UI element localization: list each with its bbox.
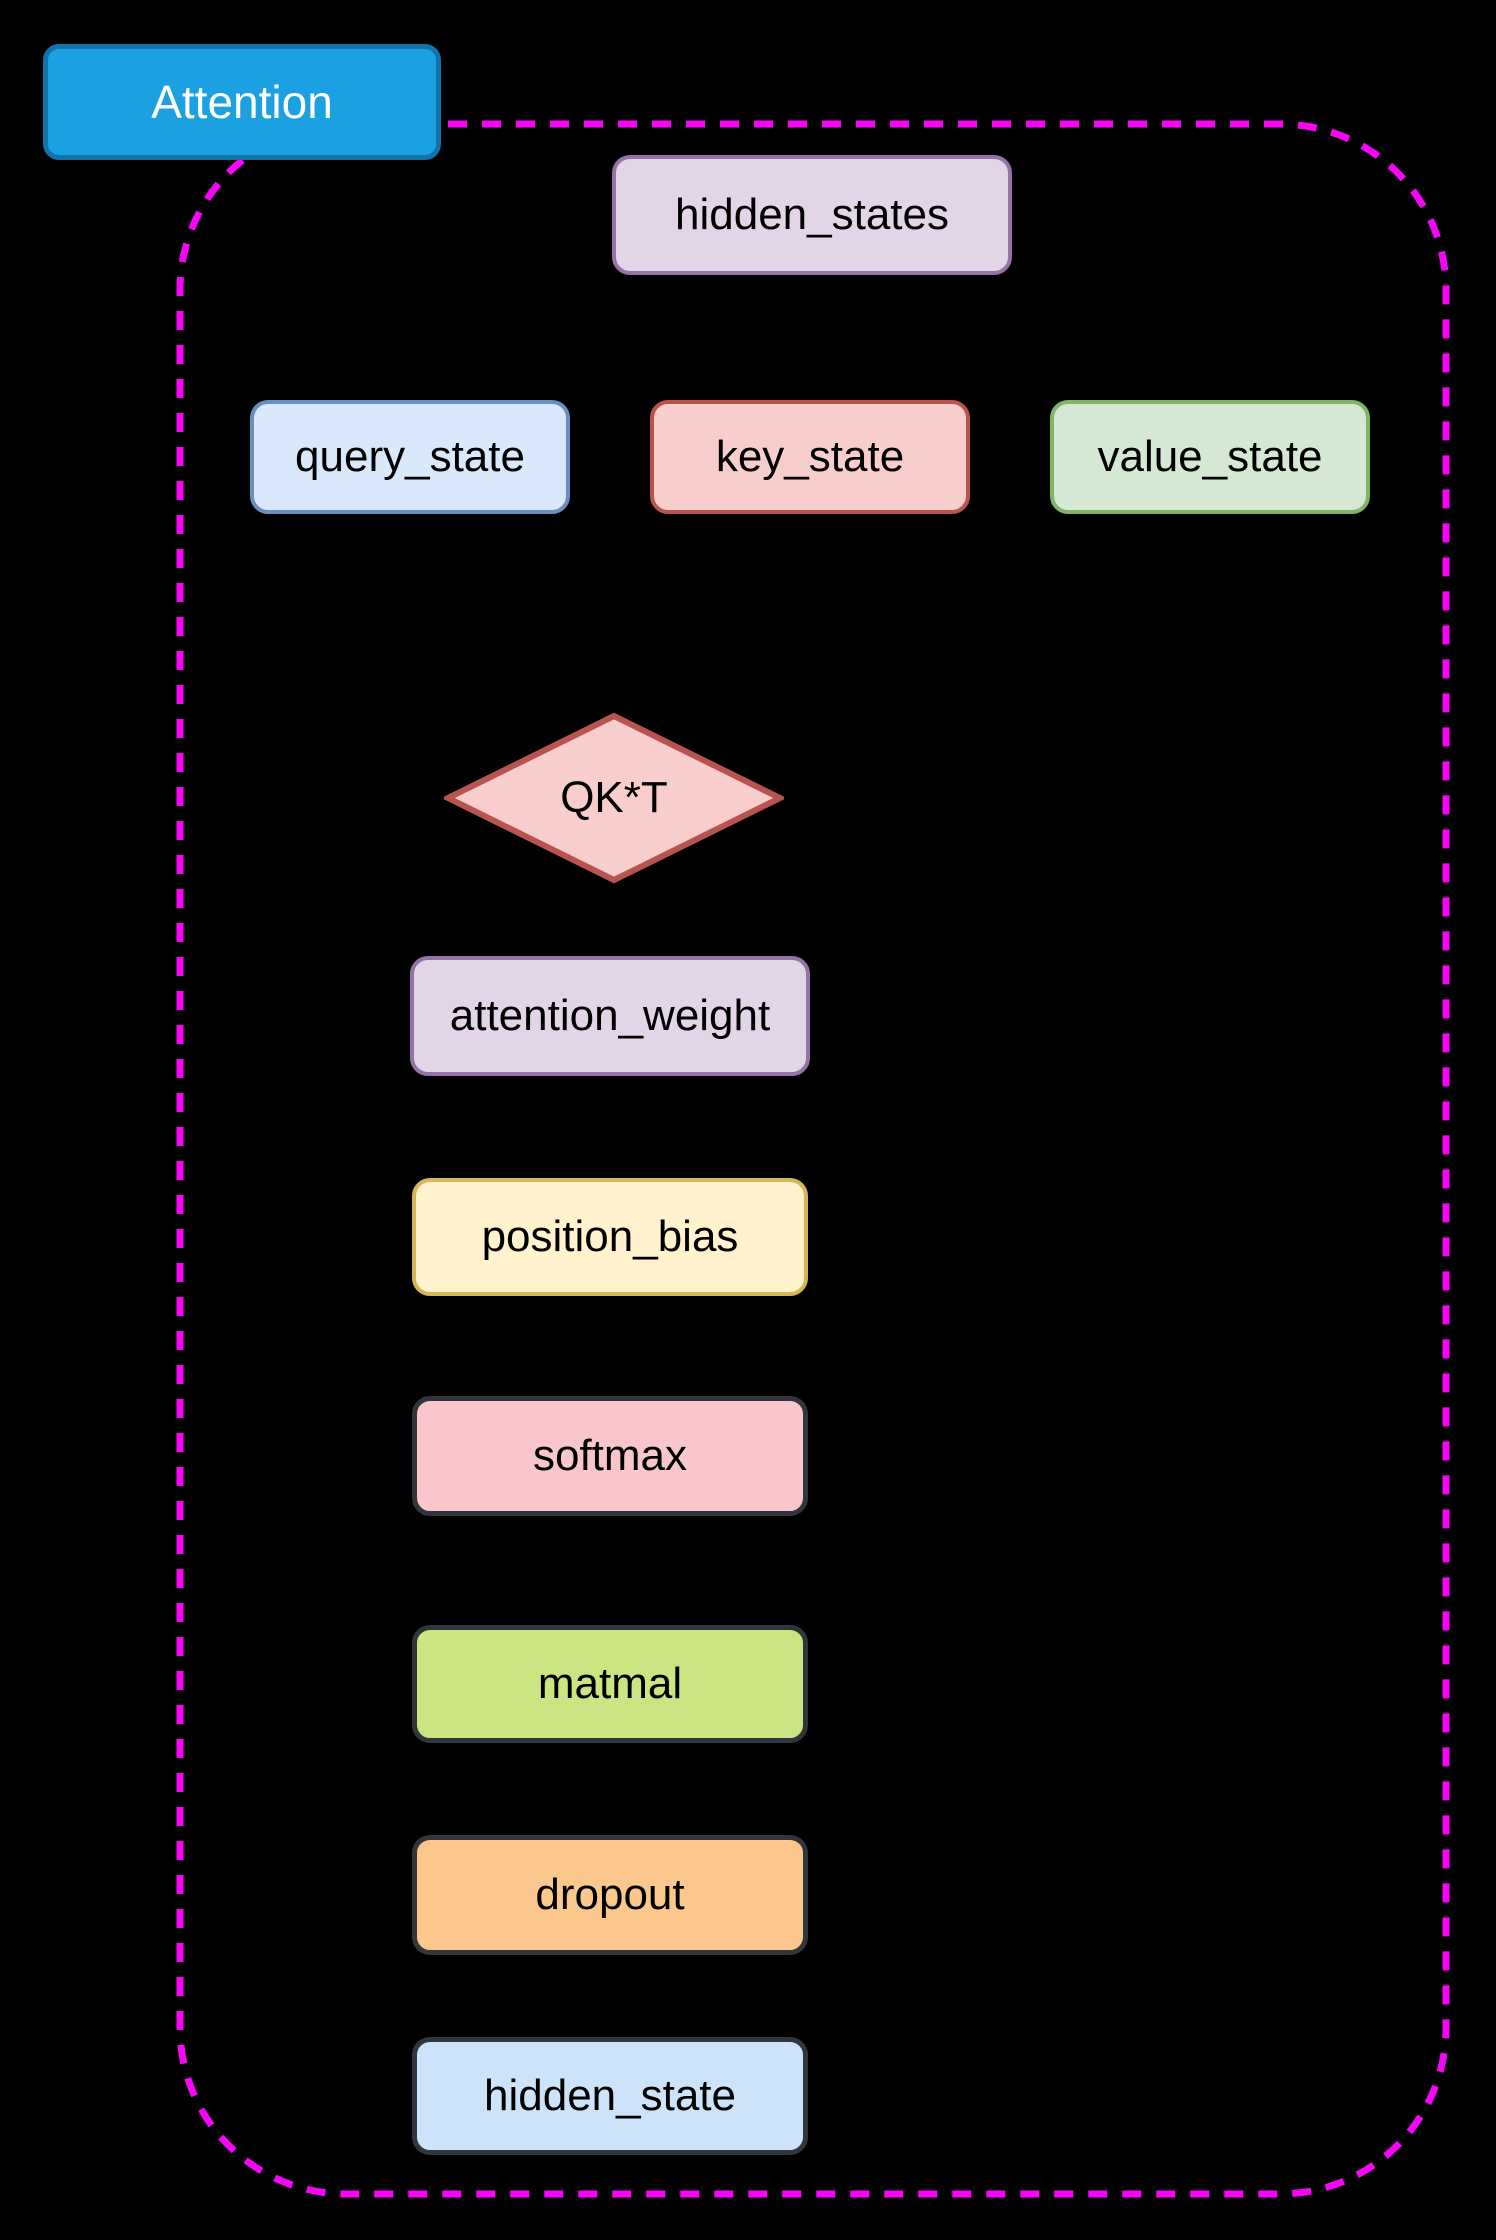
group-title-attention: Attention (43, 44, 441, 160)
diamond-shape (444, 712, 784, 884)
node-hidden-state: hidden_state (412, 2037, 808, 2155)
node-key-state: key_state (650, 400, 970, 514)
node-qkt-diamond: QK*T (444, 712, 784, 884)
diamond-polygon (444, 712, 784, 884)
node-hidden-states: hidden_states (612, 155, 1012, 275)
node-value-state: value_state (1050, 400, 1370, 514)
node-dropout: dropout (412, 1835, 808, 1955)
node-position-bias: position_bias (412, 1178, 808, 1296)
node-softmax: softmax (412, 1396, 808, 1516)
node-attention-weight: attention_weight (410, 956, 810, 1076)
node-query-state: query_state (250, 400, 570, 514)
node-qkt-label: QK*T (560, 773, 668, 822)
node-matmal: matmal (412, 1625, 808, 1743)
